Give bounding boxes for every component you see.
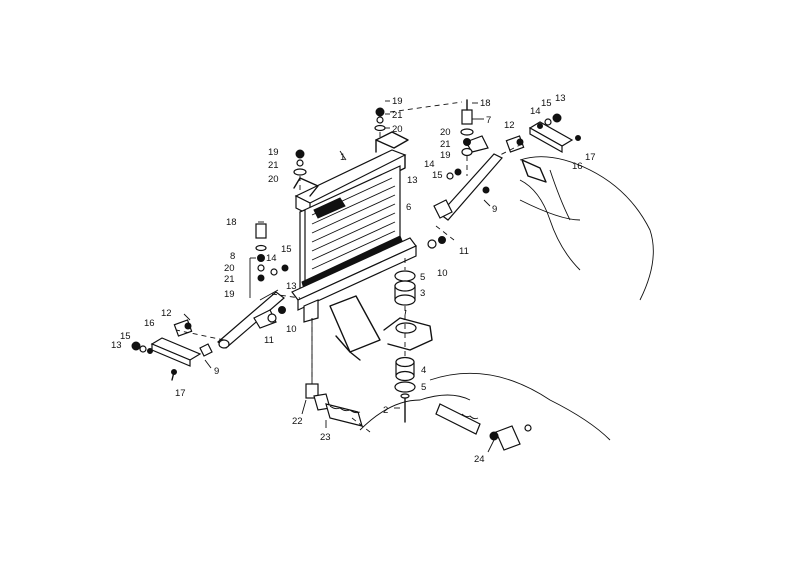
callout-13-center: 13 — [407, 175, 418, 186]
rubber-mount-upper — [394, 270, 416, 306]
callout-4: 4 — [421, 365, 426, 376]
callout-19-left-top: 19 — [268, 147, 279, 158]
callout-leaders — [183, 100, 495, 453]
rubber-mount-lower — [394, 356, 416, 393]
callout-16-right: 16 — [572, 161, 583, 172]
right-bolts — [482, 113, 581, 194]
callout-14-left: 14 — [266, 253, 277, 264]
left-stay-rod — [217, 289, 285, 349]
callout-13-right: 13 — [555, 93, 566, 104]
callout-13-left: 13 — [286, 281, 297, 292]
stack-left-mid — [249, 223, 289, 298]
callout-3: 3 — [420, 288, 425, 299]
hose-22-23 — [305, 318, 363, 427]
callout-2: 2 — [383, 405, 388, 416]
callout-20-left-top: 20 — [268, 174, 279, 185]
callout-13-left-lower: 13 — [111, 340, 122, 351]
callout-15-left: 15 — [281, 244, 292, 255]
stack-right-top — [446, 99, 474, 180]
callout-14-center: 14 — [424, 159, 435, 170]
callout-21-left: 21 — [224, 274, 235, 285]
engine-outline — [359, 156, 654, 441]
callout-7: 7 — [486, 115, 491, 126]
left-mount-12 — [173, 319, 193, 337]
callout-21-right: 21 — [440, 139, 451, 150]
left-bolts — [131, 341, 213, 381]
callout-labels: 19 21 20 18 7 20 21 19 12 14 15 13 17 16… — [111, 93, 596, 465]
stack-top-center — [374, 107, 386, 132]
callout-5-lower: 5 — [421, 382, 426, 393]
callout-19-left: 19 — [224, 289, 235, 300]
radiator-core — [291, 131, 417, 323]
frame-bracket — [329, 295, 433, 361]
callout-21-left-top: 21 — [268, 160, 279, 171]
callout-14-right: 14 — [530, 106, 541, 117]
callout-19-right: 19 — [440, 150, 451, 161]
callout-20-right: 20 — [440, 127, 451, 138]
callout-11-right: 11 — [459, 246, 469, 257]
callout-11-left: 11 — [264, 335, 274, 346]
callout-22: 22 — [292, 416, 303, 427]
right-nuts-10-11 — [427, 236, 446, 249]
right-mount-12 — [505, 135, 525, 153]
bolt-2 — [400, 393, 410, 423]
callout-19-top: 19 — [392, 96, 403, 107]
callout-10-right: 10 — [437, 268, 448, 279]
left-bracket-16 — [150, 337, 202, 367]
callout-16-left: 16 — [144, 318, 155, 329]
callout-6: 6 — [406, 202, 411, 213]
left-nuts-10-11 — [267, 306, 286, 323]
callout-20-left: 20 — [224, 263, 235, 274]
callout-23: 23 — [320, 432, 331, 443]
hose-24 — [435, 403, 532, 451]
relation-lines — [175, 101, 523, 433]
callout-15-center: 15 — [432, 170, 443, 181]
stack-left-top — [293, 149, 307, 176]
callout-17-right: 17 — [585, 152, 596, 163]
callout-12-right: 12 — [504, 120, 515, 131]
callout-10-left: 10 — [286, 324, 297, 335]
callout-24: 24 — [474, 454, 485, 465]
callout-21-top: 21 — [392, 110, 403, 121]
right-stay-rod — [433, 135, 503, 221]
callout-15-left-lower: 15 — [120, 331, 131, 342]
right-bracket-16 — [528, 121, 574, 154]
callout-18-right: 18 — [480, 98, 491, 109]
callout-8: 8 — [230, 251, 235, 262]
callout-1: 1 — [340, 152, 345, 163]
callout-15-right: 15 — [541, 98, 552, 109]
callout-20-top: 20 — [392, 124, 403, 135]
callout-17-left: 17 — [175, 388, 186, 399]
callout-12-left: 12 — [161, 308, 172, 319]
callout-9-left: 9 — [214, 366, 219, 377]
callout-18-left: 18 — [226, 217, 237, 228]
callout-5-upper: 5 — [420, 272, 425, 283]
callout-9-right: 9 — [492, 204, 497, 215]
